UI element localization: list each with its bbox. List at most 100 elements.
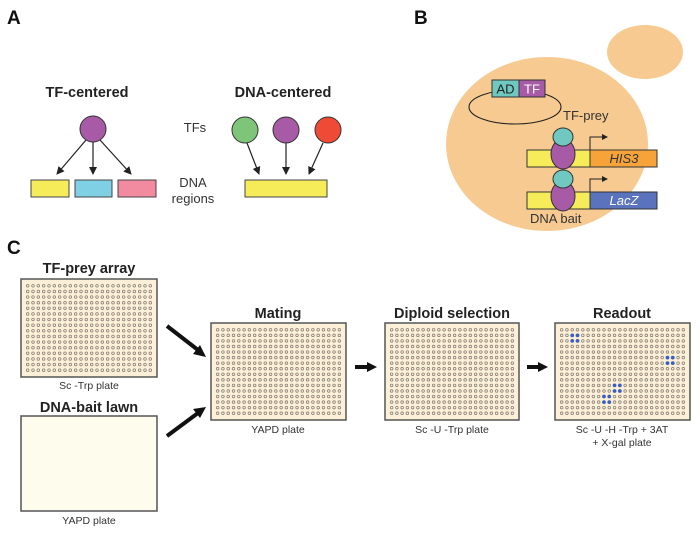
colony <box>290 389 294 393</box>
colony <box>416 405 420 410</box>
colony <box>89 306 94 311</box>
colony <box>215 383 220 388</box>
colony <box>242 339 246 343</box>
colony <box>111 329 115 333</box>
colony <box>410 355 415 360</box>
colony <box>311 389 315 393</box>
colony <box>305 344 310 349</box>
colony <box>484 367 488 371</box>
colony <box>57 295 62 299</box>
colony <box>676 355 680 360</box>
colony <box>252 400 257 404</box>
colony <box>649 378 654 382</box>
colony <box>143 284 147 288</box>
colony <box>252 405 257 410</box>
colony <box>494 339 499 343</box>
colony <box>148 351 153 356</box>
colony <box>681 389 686 393</box>
colony <box>68 284 73 288</box>
colony <box>570 400 574 404</box>
colony <box>623 372 627 376</box>
colony <box>247 367 252 371</box>
colony <box>437 372 441 376</box>
colony <box>25 289 30 294</box>
colony <box>121 295 126 299</box>
colony <box>279 378 283 382</box>
colony <box>100 284 105 288</box>
colony <box>581 394 585 399</box>
colony <box>258 355 262 360</box>
colony <box>321 405 326 410</box>
colony <box>489 378 494 382</box>
colony <box>221 378 225 382</box>
colony <box>36 345 41 350</box>
positive-colony <box>575 339 580 343</box>
arrow <box>99 139 132 175</box>
colony <box>247 328 252 332</box>
colony <box>231 400 236 404</box>
colony <box>143 334 147 339</box>
colony <box>510 400 515 404</box>
plate-diploid-selection <box>384 322 520 421</box>
colony <box>321 411 326 415</box>
colony <box>332 344 336 349</box>
colony <box>639 405 643 410</box>
colony <box>284 405 289 410</box>
colony <box>274 328 278 332</box>
colony <box>31 351 35 356</box>
colony <box>421 355 425 360</box>
colony <box>111 312 115 316</box>
colony <box>442 344 446 349</box>
colony <box>431 383 436 388</box>
colony <box>421 333 425 338</box>
colony <box>458 389 462 393</box>
colony <box>247 394 252 399</box>
colony <box>105 334 110 339</box>
lacz-label: LacZ <box>610 193 640 208</box>
colony <box>586 344 590 349</box>
plate-tf-prey-array <box>20 278 158 378</box>
colony <box>237 367 241 371</box>
colony <box>127 357 131 361</box>
colony <box>570 383 574 388</box>
colony <box>132 357 137 361</box>
colony <box>410 367 415 371</box>
colony <box>559 400 564 404</box>
yeast-mother-cell <box>446 57 648 231</box>
colony <box>431 339 436 343</box>
colony <box>73 345 78 350</box>
colony <box>226 328 230 332</box>
colony <box>489 383 494 388</box>
positive-colony <box>602 400 606 404</box>
plate-border <box>20 415 158 512</box>
colony <box>426 367 431 371</box>
tf-domain-box <box>518 79 546 98</box>
colony <box>596 333 601 338</box>
colony <box>607 333 611 338</box>
colony <box>628 411 633 415</box>
colony <box>84 345 89 350</box>
plate-caption-readout-line1: Sc -U -H -Trp + 3AT <box>576 424 669 436</box>
colony <box>268 411 273 415</box>
colony <box>57 289 62 294</box>
colony <box>274 361 278 365</box>
colony <box>79 284 83 288</box>
colony <box>237 328 241 332</box>
colony <box>426 339 431 343</box>
colony <box>458 367 462 371</box>
colony <box>586 367 590 371</box>
colony <box>655 333 659 338</box>
colony <box>494 389 499 393</box>
colony <box>484 328 488 332</box>
colony <box>494 372 499 376</box>
colony <box>559 405 564 410</box>
colony <box>221 394 225 399</box>
colony <box>559 339 564 343</box>
colony <box>634 350 638 354</box>
colony <box>279 367 283 371</box>
colony <box>63 323 67 327</box>
colony <box>121 289 126 294</box>
colony <box>639 372 643 376</box>
colony <box>431 367 436 371</box>
colony <box>473 355 478 360</box>
